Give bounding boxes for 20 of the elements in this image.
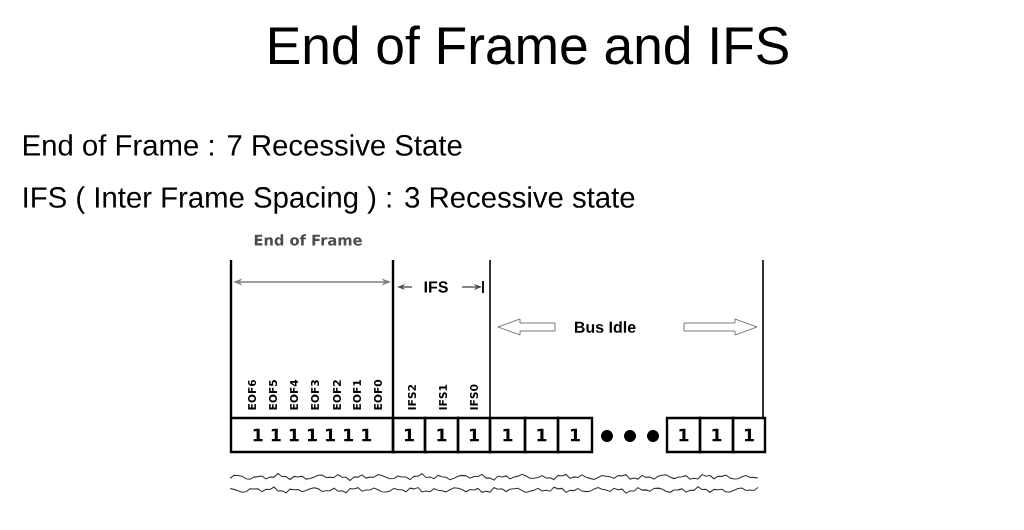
bit-cell: 1 bbox=[698, 416, 735, 454]
field-label: IFS2 bbox=[407, 384, 417, 410]
bit-cell: 1 bbox=[665, 416, 702, 454]
field-label: IFS0 bbox=[469, 384, 479, 410]
field-label: EOF0 bbox=[373, 379, 383, 410]
bit-cell: 1 bbox=[456, 416, 492, 454]
field-label: IFS1 bbox=[438, 384, 448, 410]
bit-field: 1 1 1 1 1 1 1 bbox=[229, 416, 395, 454]
bit-cell: 1 bbox=[556, 416, 594, 454]
bit-cell: 1 bbox=[731, 416, 767, 454]
bit-cell: 1 bbox=[488, 416, 527, 454]
dimension-label: IFS bbox=[424, 281, 448, 293]
dimension-label: End of Frame bbox=[254, 234, 362, 246]
bit-cell: 1 bbox=[523, 416, 560, 454]
text-line: IFS ( Inter Frame Spacing ) : 3 Recessive state bbox=[24, 186, 635, 214]
bit-cell: 1 bbox=[423, 416, 460, 454]
title: End of Frame and IFS bbox=[270, 25, 788, 65]
region-label: Bus Idle bbox=[574, 321, 636, 333]
bit-cell: 1 bbox=[391, 416, 427, 454]
text-line: End of Frame : 7 Recessive State bbox=[24, 134, 462, 156]
